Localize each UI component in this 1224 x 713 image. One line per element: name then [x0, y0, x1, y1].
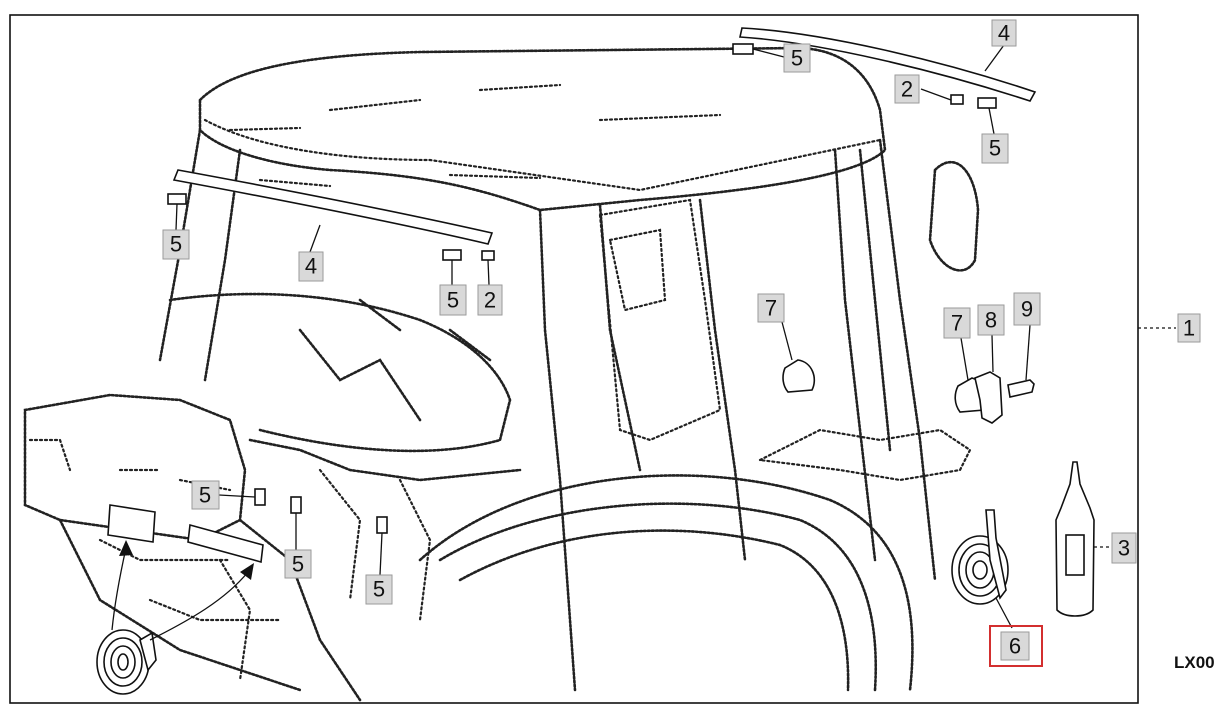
- svg-text:5: 5: [989, 136, 1001, 161]
- cab-roof-rim: [203, 118, 882, 192]
- svg-text:7: 7: [951, 311, 963, 336]
- arrow-left-head: [119, 540, 133, 556]
- leader-5-left: [175, 203, 178, 231]
- leader-9: [1025, 324, 1031, 381]
- tape-roll-left: [96, 629, 157, 695]
- svg-text:8: 8: [985, 308, 997, 333]
- bracket-8: [974, 371, 1003, 424]
- arrow-right-head: [240, 563, 254, 580]
- side-shadow: [98, 538, 282, 622]
- svg-text:1: 1: [1183, 316, 1195, 341]
- tape-strip-front-right: [187, 523, 264, 564]
- side-step: [218, 468, 432, 682]
- pad-5-mid: [442, 249, 462, 261]
- cab-door-panel: [598, 198, 722, 442]
- pad-5-low3: [376, 516, 388, 534]
- callout-5-low2: 5: [284, 549, 312, 579]
- pad-5-left: [167, 193, 187, 205]
- seal-strip-left: [172, 169, 494, 245]
- callout-5-left: 5: [162, 229, 190, 260]
- svg-text:5: 5: [447, 288, 459, 313]
- callout-6-highlighted: 6: [989, 625, 1043, 667]
- callout-5-top: 5: [783, 43, 811, 73]
- cab-rear-pillar: [698, 148, 877, 562]
- svg-text:5: 5: [170, 232, 182, 257]
- callout-2-mid: 2: [477, 284, 503, 316]
- pad-2-mid: [481, 250, 495, 261]
- svg-text:2: 2: [901, 77, 913, 102]
- rear-fender: [418, 474, 914, 692]
- callout-5-low3: 5: [365, 574, 393, 605]
- cab-door-window: [608, 228, 667, 312]
- cement-tube-label: [1065, 534, 1085, 576]
- leader-5-low1: [218, 494, 256, 498]
- arrow-left-upward: [111, 547, 127, 631]
- cab-side-pillar: [858, 138, 937, 582]
- diagram-frame: [9, 14, 1139, 704]
- screw-9: [1007, 379, 1035, 398]
- leader-8: [991, 334, 994, 373]
- svg-text:5: 5: [791, 46, 803, 71]
- callout-8: 8: [977, 304, 1005, 336]
- figure-code: LX00: [1174, 653, 1215, 672]
- callout-4-left: 4: [298, 251, 324, 282]
- svg-text:5: 5: [199, 483, 211, 508]
- tape-strip-front-left: [107, 504, 156, 543]
- lower-body: [58, 438, 522, 702]
- knob-7-left: [782, 359, 816, 393]
- leader-4-left: [309, 224, 321, 253]
- rear-fender-hatch: [756, 428, 972, 482]
- callout-1: 1: [1177, 313, 1201, 343]
- cab-dashboard: [168, 292, 512, 453]
- leader-5-low3: [379, 532, 383, 576]
- callout-7-left: 7: [757, 293, 785, 323]
- leader-5-top: [752, 48, 785, 58]
- svg-text:4: 4: [305, 254, 317, 279]
- pad-2-top: [950, 94, 964, 105]
- callout-5-low1: 5: [191, 480, 220, 510]
- svg-text:4: 4: [998, 21, 1010, 46]
- leader-6: [995, 597, 1013, 629]
- cab-door-frame: [538, 203, 642, 692]
- highlight-frame: [989, 625, 1043, 667]
- svg-text:3: 3: [1118, 536, 1130, 561]
- leader-2-top: [920, 88, 952, 101]
- svg-text:5: 5: [373, 577, 385, 602]
- arrow-right-curve: [149, 571, 249, 641]
- seal-strip-top: [739, 27, 1037, 102]
- pad-5-right: [977, 97, 997, 109]
- leader-2-mid: [487, 259, 490, 286]
- callout-5-right: 5: [981, 133, 1009, 164]
- leader-4-top: [984, 44, 1005, 72]
- cab-rear-window: [928, 160, 980, 272]
- svg-text:7: 7: [765, 296, 777, 321]
- svg-text:2: 2: [484, 288, 496, 313]
- callout-7-right: 7: [943, 307, 971, 339]
- tape-roll-6: [951, 509, 1009, 605]
- cab-illustration: [23, 46, 980, 702]
- cab-roof-vents: [228, 83, 722, 188]
- svg-text:6: 6: [1009, 634, 1021, 659]
- pad-5-low2: [290, 496, 302, 514]
- leader-7-left: [781, 321, 793, 361]
- svg-text:9: 9: [1021, 297, 1033, 322]
- callout-4-top: 4: [991, 19, 1017, 47]
- callout-9: 9: [1013, 292, 1041, 326]
- callout-5-mid: 5: [439, 284, 467, 316]
- callout-2-top: 2: [894, 74, 920, 104]
- leader-5-right: [988, 107, 995, 135]
- pad-5-low1: [254, 488, 266, 506]
- callout-3: 3: [1111, 532, 1137, 564]
- pad-5-top: [732, 43, 754, 55]
- svg-text:5: 5: [292, 552, 304, 577]
- leader-7-right: [960, 337, 969, 381]
- cab-roof-outline: [198, 46, 887, 212]
